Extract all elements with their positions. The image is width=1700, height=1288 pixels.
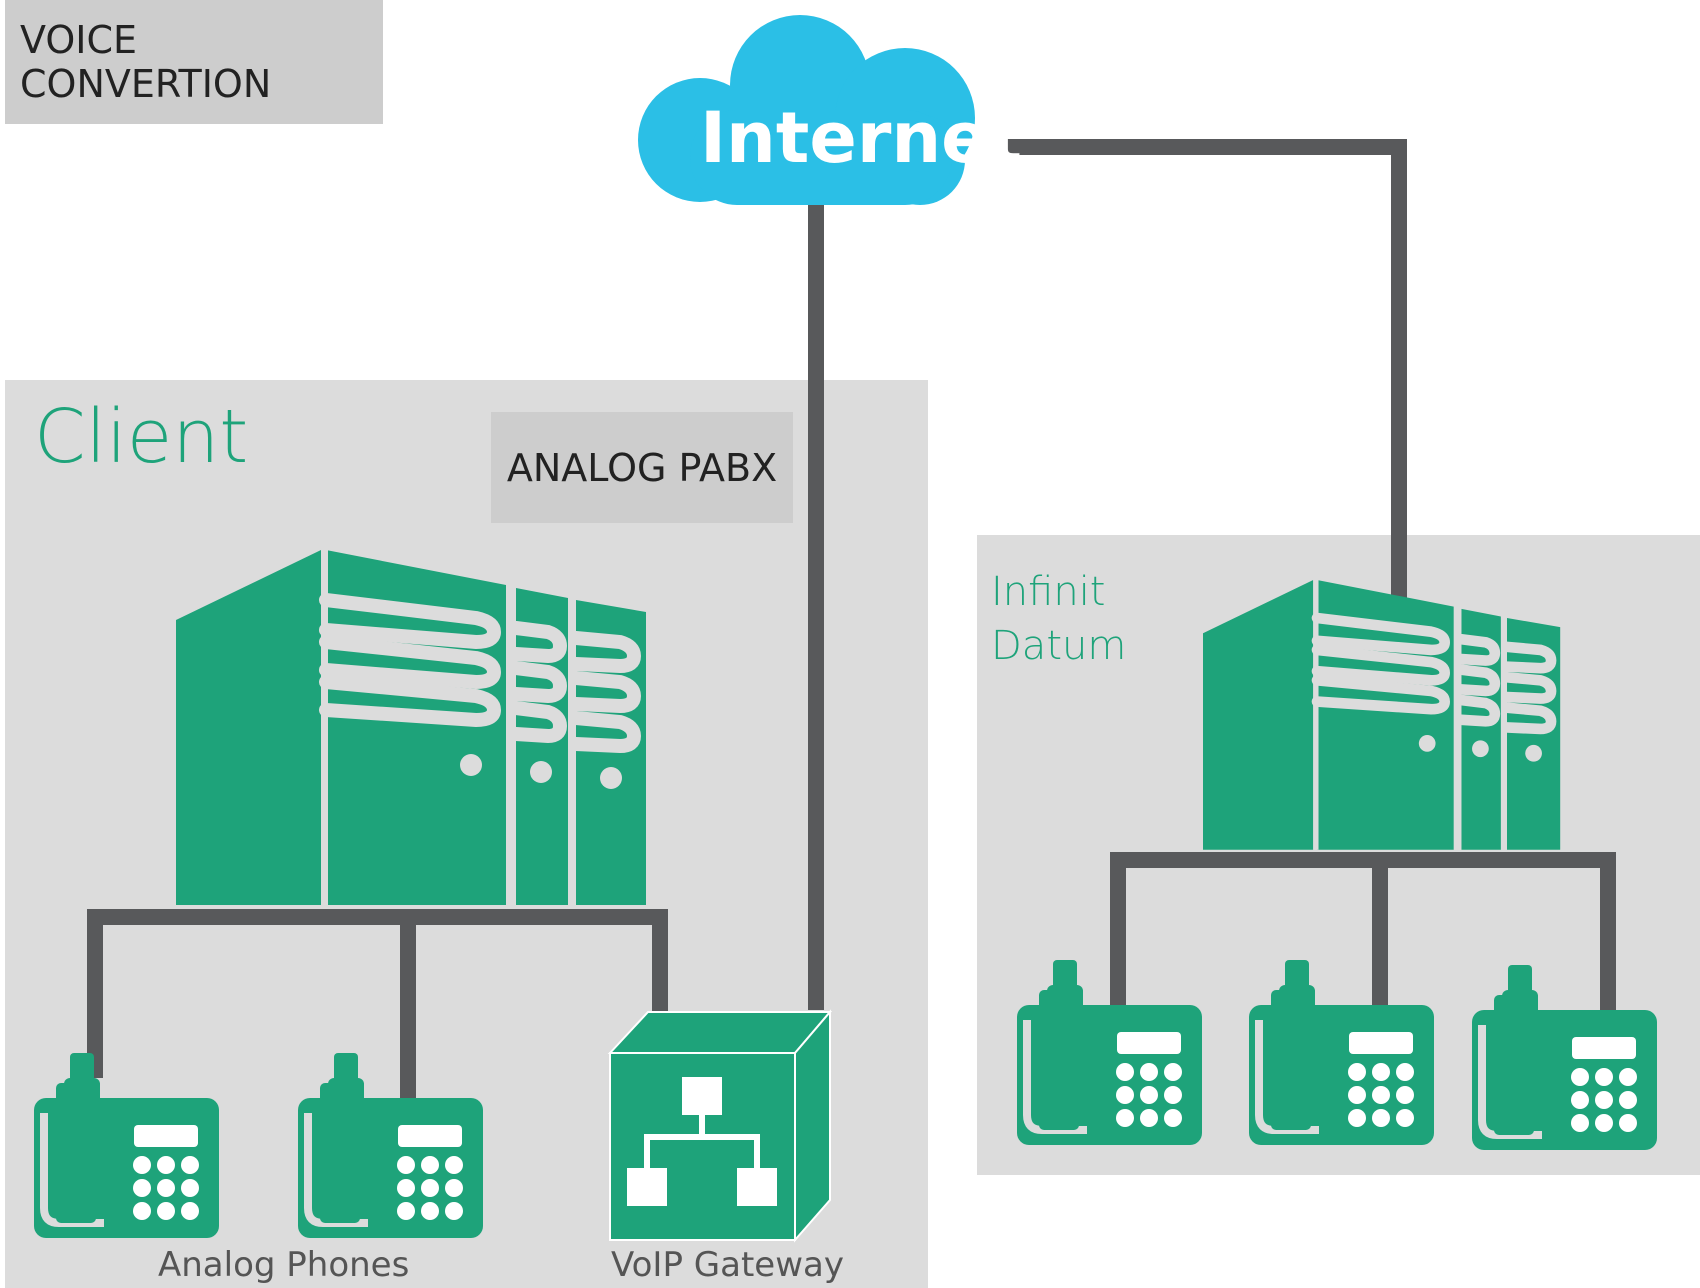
diagram-title-box: VOICE CONVERTION [5, 0, 383, 124]
cables [87, 139, 1616, 1100]
provider-title-line2: Datum [991, 623, 1127, 669]
analog-phone-icon-2 [298, 1053, 483, 1238]
internet-label: Internet [700, 97, 1023, 179]
ip-phone-icon-2 [1249, 960, 1434, 1145]
client-title: Client [34, 394, 249, 480]
pabx-label: ANALOG PABX [506, 445, 778, 490]
voip-gateway-label: VoIP Gateway [611, 1245, 844, 1285]
analog-phone-icon-1 [34, 1053, 219, 1238]
ip-phone-icon-1 [1017, 960, 1202, 1145]
provider-title-line1: Infinit [991, 569, 1106, 615]
client-pabx-building-icon [176, 550, 646, 905]
voip-gateway-icon [607, 1009, 833, 1243]
diagram-title: VOICE CONVERTION [20, 18, 272, 106]
provider-server-building-icon [1203, 580, 1560, 850]
ip-phone-icon-3 [1472, 965, 1657, 1150]
analog-phones-label: Analog Phones [158, 1245, 410, 1285]
internet-cloud-icon [638, 15, 975, 205]
pabx-label-box: ANALOG PABX [491, 412, 793, 523]
